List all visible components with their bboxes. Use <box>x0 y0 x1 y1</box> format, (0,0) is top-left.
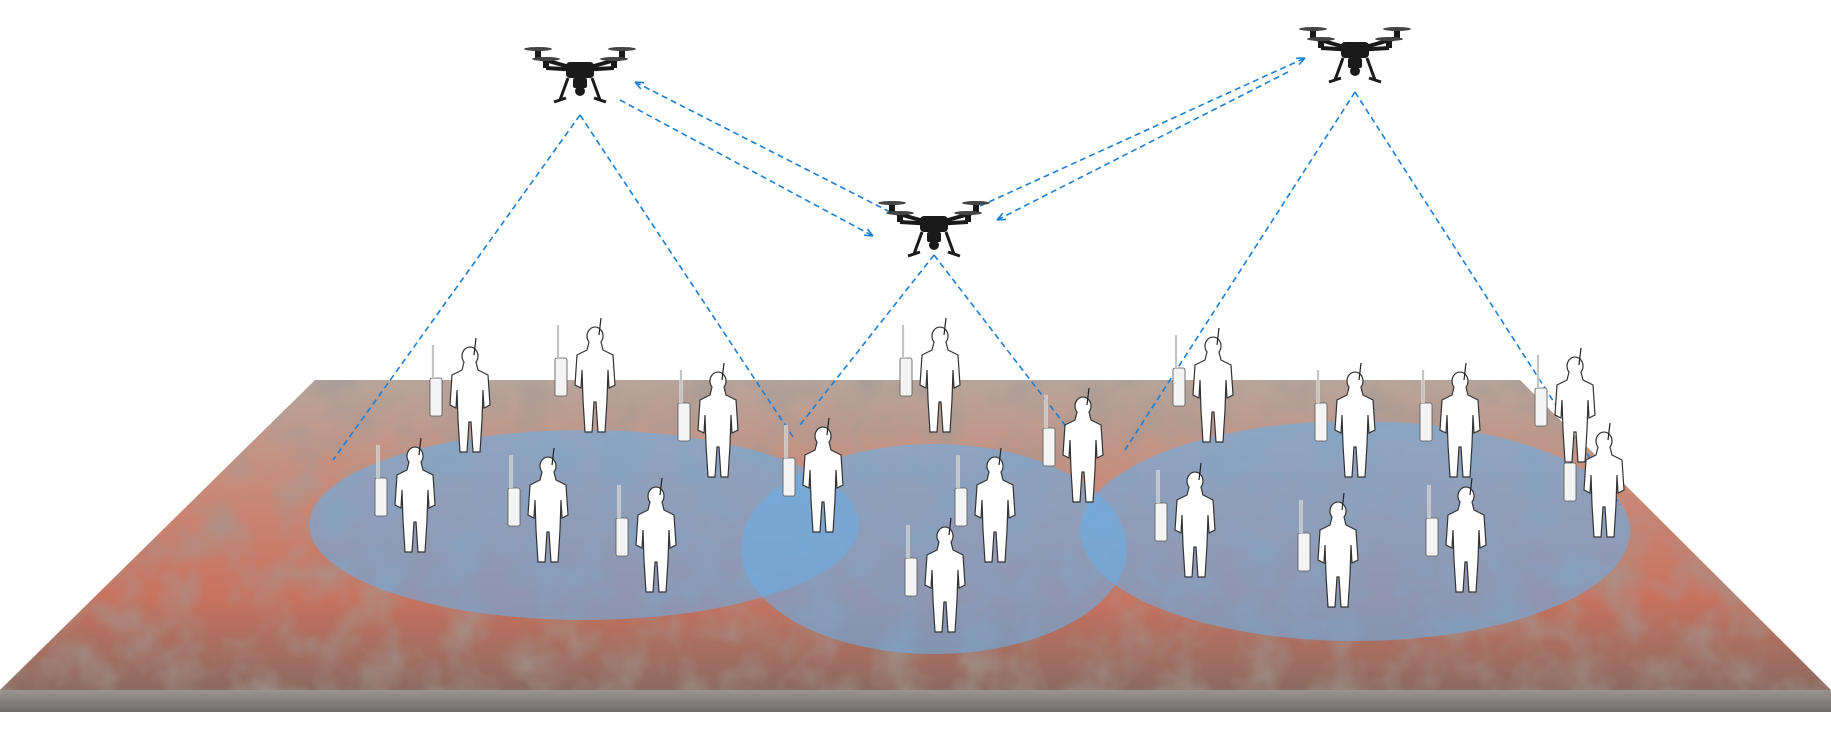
terrain-side <box>0 690 1831 712</box>
arrowhead-icon <box>1295 57 1306 66</box>
soldier-icon <box>507 447 569 563</box>
soldier-icon <box>1297 492 1359 608</box>
radio-icon <box>374 477 388 517</box>
radio-icon <box>507 487 521 527</box>
soldier-icon <box>1172 327 1234 443</box>
radio-icon <box>904 557 918 597</box>
coverage-zone <box>741 444 1127 654</box>
radio-icon <box>1419 402 1433 442</box>
soldier-icon <box>954 447 1016 563</box>
relay-link <box>979 57 1306 207</box>
soldier-icon <box>1534 347 1596 463</box>
drone-icon <box>878 201 990 258</box>
radio-icon <box>1534 387 1548 427</box>
soldier-icon <box>429 337 491 453</box>
soldier-icon <box>782 417 844 533</box>
radio-icon <box>1425 517 1439 557</box>
coverage-link <box>1354 91 1621 506</box>
relay-link <box>619 99 874 237</box>
radio-icon <box>1563 462 1577 502</box>
radio-icon <box>1297 532 1311 572</box>
soldier-icon <box>615 477 677 593</box>
ground-units <box>374 317 1625 633</box>
soldier-icon <box>554 317 616 433</box>
radio-icon <box>954 487 968 527</box>
relay-link <box>634 81 891 213</box>
soldier-icon <box>904 517 966 633</box>
soldier-icon <box>1563 422 1625 538</box>
arrowhead-icon <box>634 81 645 90</box>
coverage-link <box>1124 91 1356 451</box>
drones <box>524 27 1411 258</box>
radio-icon <box>1042 427 1056 467</box>
soldier-icon <box>677 362 739 478</box>
soldier-icon <box>1314 362 1376 478</box>
soldier-icon <box>1154 462 1216 578</box>
radio-icon <box>1154 502 1168 542</box>
communication-links <box>332 57 1621 506</box>
radio-icon <box>677 402 691 442</box>
radio-icon <box>429 377 443 417</box>
coverage-link <box>579 114 796 441</box>
radio-icon <box>615 517 629 557</box>
soldier-icon <box>374 437 436 553</box>
coverage-link <box>332 114 581 461</box>
coverage-link <box>933 254 1066 426</box>
drone-icon <box>1299 27 1411 84</box>
drone-icon <box>524 47 636 104</box>
radio-icon <box>782 457 796 497</box>
radio-icon <box>1314 402 1328 442</box>
soldier-icon <box>899 317 961 433</box>
arrowhead-icon <box>863 228 874 237</box>
soldier-icon <box>1042 387 1104 503</box>
radio-icon <box>1172 367 1186 407</box>
coverage-link <box>799 254 935 426</box>
relay-link <box>996 71 1289 221</box>
soldier-icon <box>1425 477 1487 593</box>
soldier-icon <box>1419 362 1481 478</box>
arrowhead-icon <box>996 212 1007 221</box>
radio-icon <box>554 357 568 397</box>
radio-icon <box>899 357 913 397</box>
